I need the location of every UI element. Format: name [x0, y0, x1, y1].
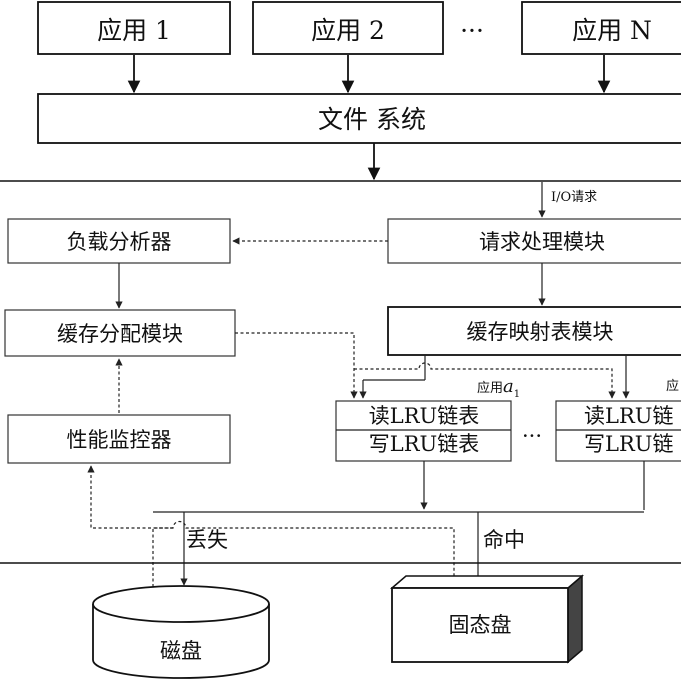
cache-allocation-label: 缓存分配模块 — [57, 322, 183, 346]
io-request-label: I/O请求 — [551, 190, 597, 205]
lru-groups-ellipsis: ··· — [522, 424, 542, 448]
group-1-write-lru: 写LRU链表 — [369, 432, 479, 456]
request-handler-box: 请求处理模块 — [387, 218, 681, 264]
app-n-label: 应用 N — [572, 16, 652, 45]
arrow-allocation-to-group1 — [235, 332, 358, 399]
cache-allocation-box: 缓存分配模块 — [4, 309, 236, 357]
app-2-label: 应用 2 — [311, 16, 385, 45]
perf-monitor-label: 性能监控器 — [67, 428, 172, 452]
app-group-2-label: 应 — [666, 378, 679, 394]
file-system-label: 文件 系统 — [318, 105, 426, 134]
load-analyzer-label: 负载分析器 — [67, 230, 172, 254]
group-1-read-lru: 读LRU链表 — [369, 404, 479, 428]
app-group-1-sub: 1 — [514, 389, 520, 400]
load-analyzer-box: 负载分析器 — [7, 218, 231, 264]
app-group-1-prefix: 应用 — [477, 380, 503, 396]
cache-mapping-table-box: 缓存映射表模块 — [387, 306, 681, 356]
group-2-write-lru: 写LRU链 — [584, 432, 673, 456]
group-2-read-lru: 读LRU链 — [584, 404, 673, 428]
app-1-label: 应用 1 — [97, 16, 171, 45]
perf-monitor-box: 性能监控器 — [7, 414, 231, 464]
cache-mapping-table-label: 缓存映射表模块 — [467, 320, 614, 344]
ssd-icon: 固态盘 — [389, 574, 585, 664]
apps-ellipsis: ··· — [460, 16, 484, 45]
disk-icon: 磁盘 — [92, 585, 270, 679]
feedback-from-storage — [152, 520, 455, 588]
arrow-allocation-to-group2 — [354, 362, 616, 399]
app-n-box: 应用 N — [521, 1, 681, 55]
miss-label: 丢失 — [186, 528, 228, 552]
app-2-box: 应用 2 — [252, 1, 444, 55]
app-1-box: 应用 1 — [37, 1, 231, 55]
hit-label: 命中 — [483, 528, 525, 552]
request-handler-label: 请求处理模块 — [479, 230, 605, 254]
disk-label: 磁盘 — [160, 639, 202, 663]
app-group-1-label: 应用a1 — [477, 376, 520, 400]
ssd-label: 固态盘 — [449, 613, 512, 637]
arrow-feedback-to-monitor — [87, 465, 173, 529]
file-system-box: 文件 系统 — [37, 93, 681, 144]
app-group-1-var: a — [503, 376, 514, 397]
lru-group-2: 读LRU链 写LRU链 — [555, 400, 681, 462]
lru-group-1: 读LRU链表 写LRU链表 — [335, 400, 512, 462]
